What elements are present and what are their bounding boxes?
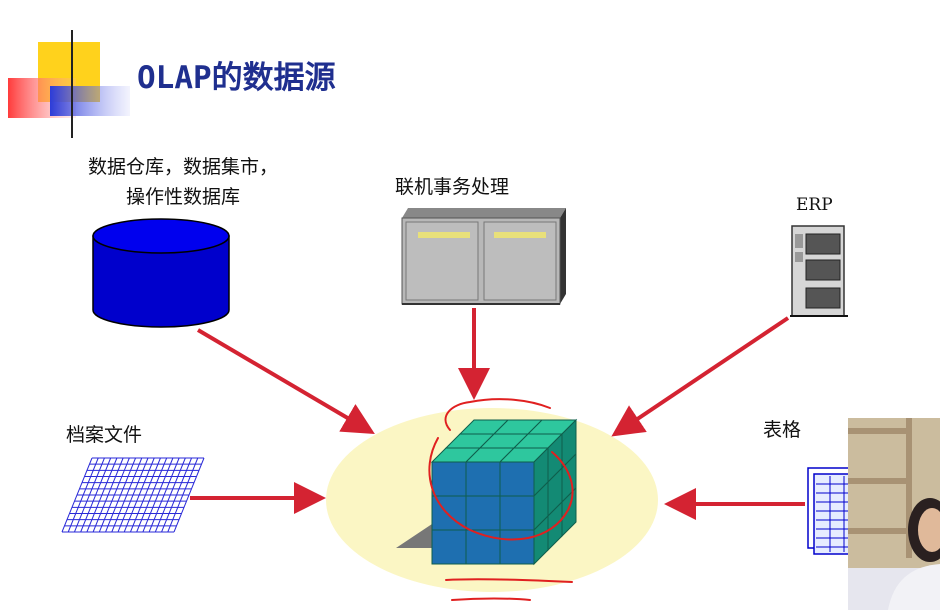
- presenter-webcam: [848, 418, 940, 610]
- database-cylinder-icon: [92, 218, 230, 328]
- label-files: 档案文件: [66, 424, 143, 446]
- arrow-from-warehouse: [196, 328, 375, 435]
- cube-cell: [431, 529, 467, 565]
- cube-cell: [465, 495, 501, 531]
- hand-annotations: [428, 398, 574, 601]
- cube-cell: [499, 529, 535, 565]
- arrow-from-erp: [611, 316, 790, 437]
- oltp-server-icon: [401, 208, 566, 305]
- olap-cube-icon: [430, 418, 578, 566]
- arrows: [190, 308, 805, 520]
- label-data-warehouse-line1: 数据仓库，数据集市，: [87, 156, 278, 178]
- cube-cell: [499, 495, 535, 531]
- cube-cell: [465, 461, 501, 497]
- cube-cell: [499, 461, 535, 497]
- label-erp: ERP: [796, 195, 833, 215]
- slide-title: OLAP的数据源: [137, 60, 336, 96]
- label-oltp: 联机事务处理: [395, 176, 510, 198]
- title-decoration: [8, 30, 870, 138]
- erp-server-icon: [790, 225, 848, 317]
- label-spreadsheets: 表格: [763, 419, 802, 441]
- webcam-image: [848, 418, 940, 610]
- file-grid-icon: [61, 457, 205, 533]
- label-data-warehouse: 数据仓库，数据集市， 操作性数据库: [78, 152, 288, 212]
- cube-cell: [431, 461, 467, 497]
- label-data-warehouse-line2: 操作性数据库: [125, 186, 240, 208]
